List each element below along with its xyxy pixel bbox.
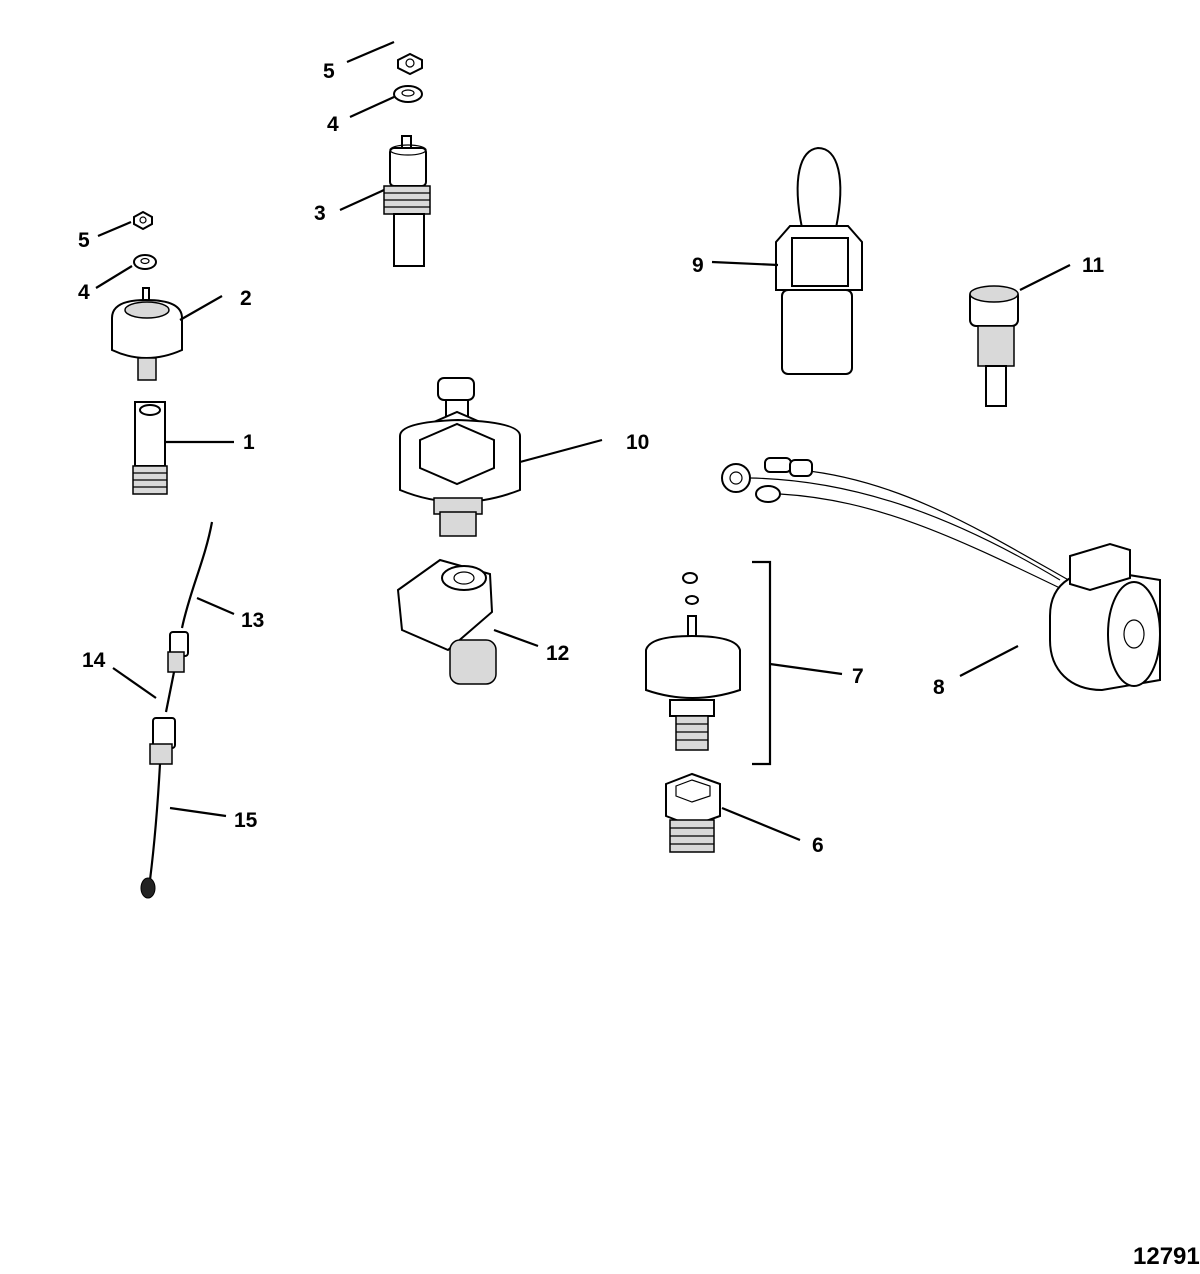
callout-6: 6 — [812, 834, 824, 857]
callout-10: 10 — [626, 431, 649, 454]
callout-1: 1 — [243, 431, 255, 454]
part-11-sensor — [969, 285, 1019, 407]
part-4-washer-top — [393, 85, 423, 103]
callout-13: 13 — [241, 609, 264, 632]
bracket-7 — [752, 560, 772, 766]
callout-14: 14 — [82, 649, 106, 672]
callout-7: 7 — [852, 665, 864, 688]
part-4-washer-left — [133, 254, 157, 270]
callout-8: 8 — [933, 676, 945, 699]
part-3-sender — [383, 135, 431, 267]
callout-15: 15 — [234, 809, 258, 832]
part-6-fitting — [665, 772, 721, 853]
callout-5-top: 5 — [323, 60, 335, 83]
callout-4-top: 4 — [327, 113, 339, 136]
leader-lines — [95, 40, 1071, 842]
callout-3: 3 — [314, 202, 326, 225]
part-12-elbow — [396, 558, 497, 685]
part-5-nut-top — [397, 52, 423, 76]
part-1-adapter — [132, 401, 168, 495]
part-5-nut-left — [133, 210, 153, 231]
part-10-sensor — [399, 377, 521, 537]
callout-4-left: 4 — [78, 281, 90, 304]
callout-5-left: 5 — [78, 229, 90, 252]
part-9-plug — [775, 146, 863, 375]
callout-2: 2 — [240, 287, 252, 310]
callout-9: 9 — [692, 254, 704, 277]
part-13-14-15-lead — [140, 521, 214, 899]
part-8-solenoid — [721, 457, 1161, 692]
part-7-switch — [645, 572, 741, 751]
figure-id: 12791 — [1133, 1243, 1200, 1270]
callout-12: 12 — [546, 642, 569, 665]
callout-labels: 5 4 3 5 4 2 1 13 14 15 10 12 9 11 7 8 6 — [78, 60, 1105, 857]
part-2-switch — [111, 287, 183, 381]
callout-11: 11 — [1082, 254, 1105, 277]
